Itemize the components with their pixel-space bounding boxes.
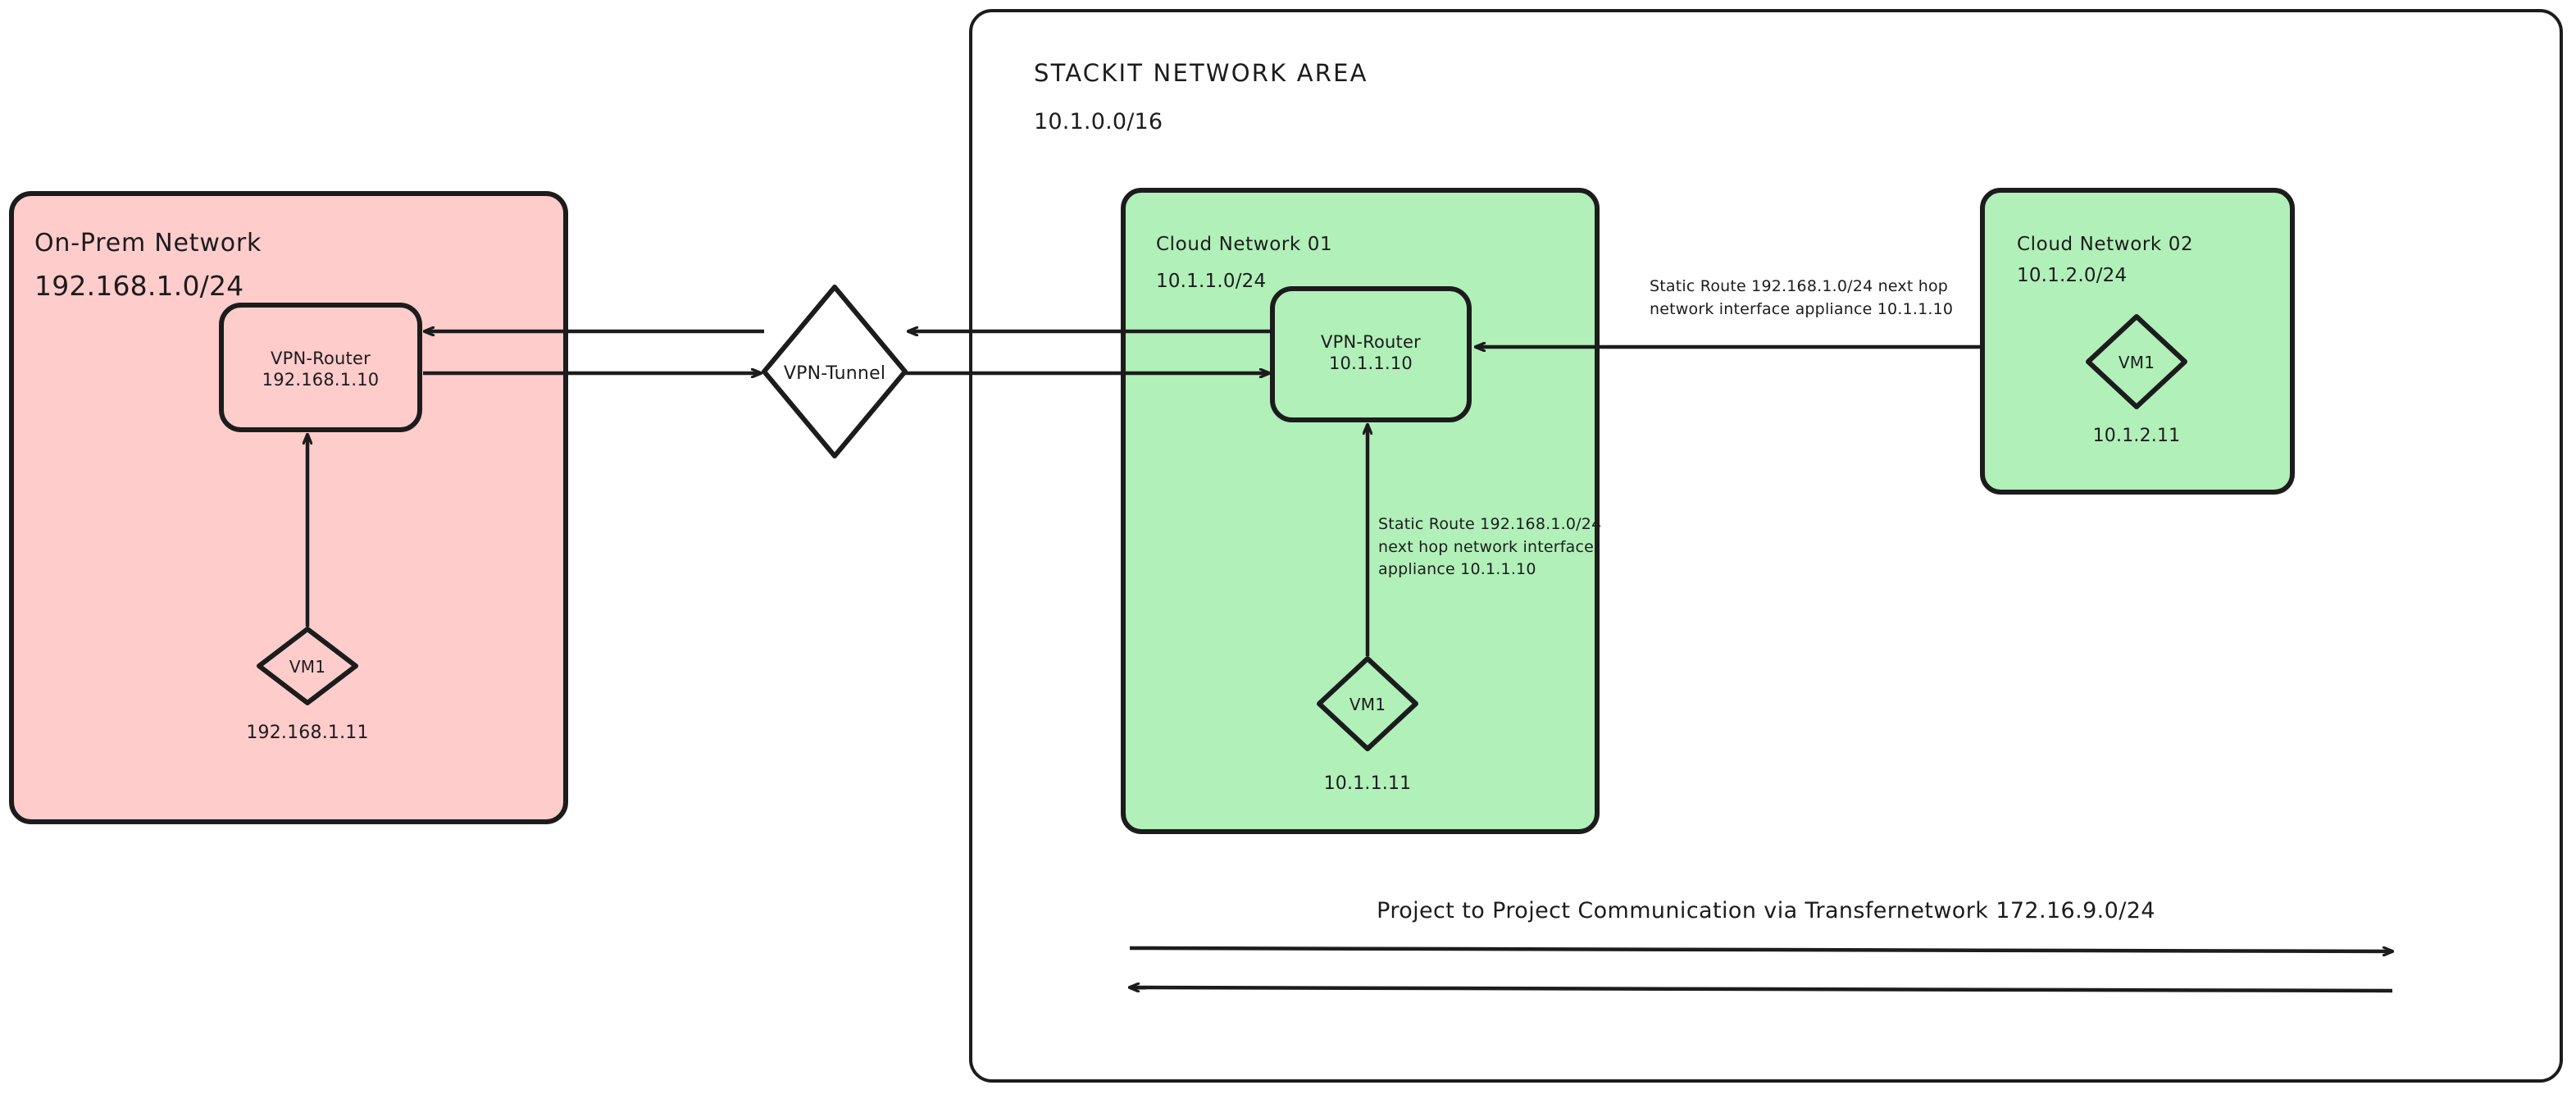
cloud-01-vpn-router-ip: 10.1.1.10 xyxy=(1329,353,1413,373)
cloud-network-01-title: Cloud Network 01 xyxy=(1156,234,1333,255)
edge-project-to-project-left xyxy=(1130,987,2393,993)
cloud-network-01-cidr: 10.1.1.0/24 xyxy=(1156,271,1267,292)
on-prem-vm1-label: VM1 xyxy=(289,657,326,677)
stackit-network-area-title: STACKIT NETWORK AREA xyxy=(1034,59,1368,87)
on-prem-vpn-router-ip: 192.168.1.10 xyxy=(262,370,380,390)
cloud-network-02-title: Cloud Network 02 xyxy=(2017,234,2194,255)
on-prem-network-title: On-Prem Network xyxy=(34,229,262,258)
cloud-02-static-route-note: Static Route 192.168.1.0/24 next hop net… xyxy=(1650,277,1954,318)
on-prem-vpn-router-label: VPN-Router xyxy=(271,349,371,368)
cloud-01-vm1-ip: 10.1.1.11 xyxy=(1323,773,1412,794)
on-prem-network-cidr: 192.168.1.0/24 xyxy=(34,270,244,302)
on-prem-vm1-ip: 192.168.1.11 xyxy=(246,723,369,743)
cloud-01-vpn-router-label: VPN-Router xyxy=(1321,332,1421,352)
cloud-02-vm1-label: VM1 xyxy=(2118,353,2155,372)
stackit-network-area-cidr: 10.1.0.0/16 xyxy=(1034,109,1163,135)
cloud-02-vm1-ip: 10.1.2.11 xyxy=(2092,426,2181,446)
cloud-01-vm1-label: VM1 xyxy=(1349,695,1386,714)
cloud-01-static-route-note: Static Route 192.168.1.0/24 next hop net… xyxy=(1378,515,1602,579)
edge-project-to-project-right xyxy=(1129,946,2392,951)
cloud-network-02-cidr: 10.1.2.0/24 xyxy=(2017,265,2128,286)
project-to-project-note: Project to Project Communication via Tra… xyxy=(1377,898,2155,923)
vpn-tunnel-label: VPN-Tunnel xyxy=(783,363,886,384)
